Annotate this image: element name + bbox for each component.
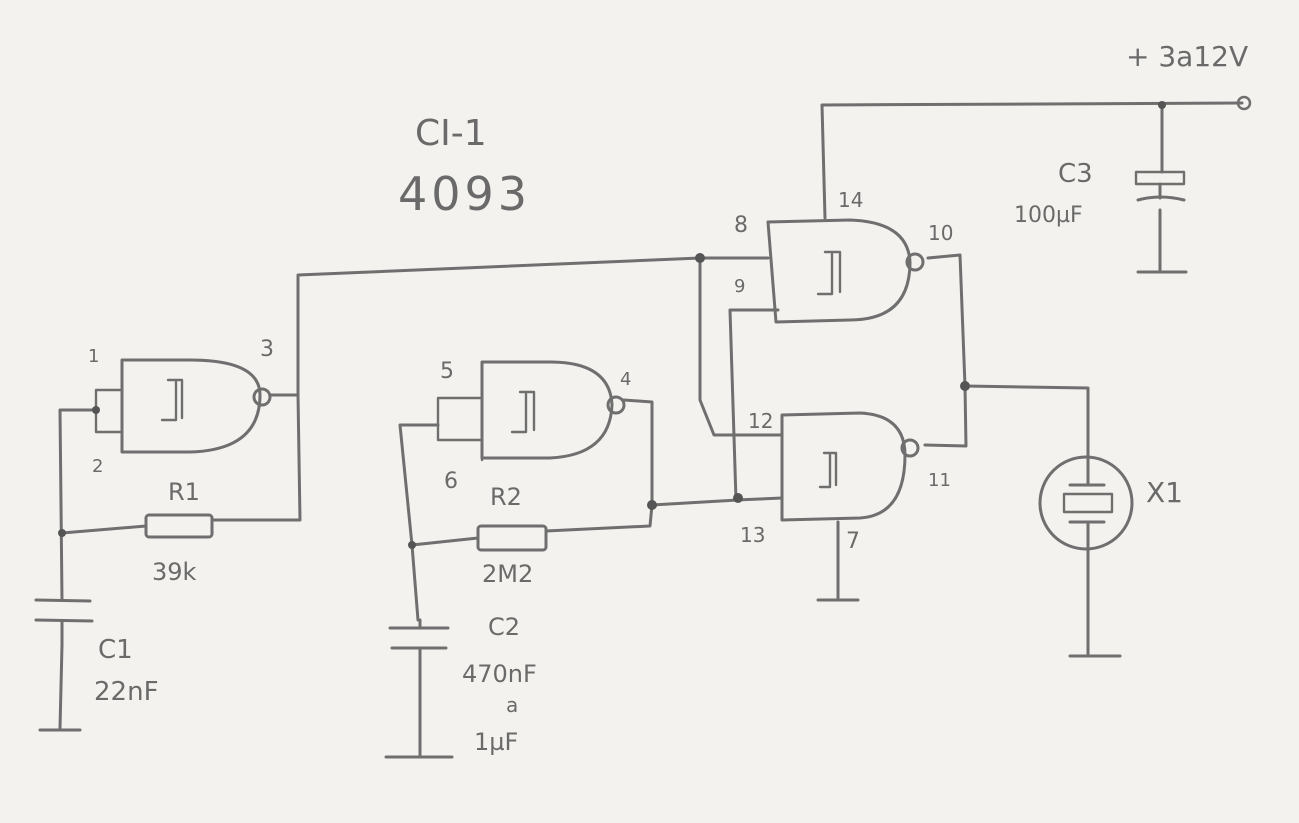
c2-alt-value-label: 1µF — [474, 728, 518, 756]
pin-10-label: 10 — [928, 221, 953, 245]
nand-gate-3 — [766, 218, 925, 324]
pin-3-label: 3 — [260, 337, 274, 362]
chip-part-label: 4093 — [398, 167, 531, 221]
c3-capacitor — [1134, 170, 1186, 202]
supply-label: + 3a12V — [1126, 40, 1248, 73]
r2-value-label: 2M2 — [482, 560, 533, 588]
pin-11-label: 11 — [928, 470, 951, 491]
x1-piezo-buzzer — [1038, 455, 1134, 551]
pin-2-label: 2 — [92, 456, 103, 477]
c1-value-label: 22nF — [94, 677, 159, 707]
pin-5-label: 5 — [440, 359, 454, 384]
c2-alt-separator: a — [506, 693, 518, 717]
c2-ref-label: C2 — [488, 613, 520, 641]
pin-12-label: 12 — [748, 409, 773, 433]
nand-gate-4 — [780, 411, 920, 522]
chip-name-label: CI-1 — [415, 113, 487, 154]
r2-ref-label: R2 — [490, 483, 522, 511]
r1-ref-label: R1 — [168, 478, 200, 506]
wires — [38, 101, 1244, 759]
junctions — [58, 95, 1252, 549]
pin-1-label: 1 — [88, 346, 99, 367]
c2-value-label: 470nF — [462, 660, 537, 688]
pin-9-label: 9 — [734, 276, 745, 297]
c1-capacitor — [34, 598, 94, 647]
c3-value-label: 100µF — [1014, 203, 1083, 228]
pin-7-label: 7 — [846, 529, 860, 554]
pin-4-label: 4 — [620, 369, 631, 390]
c1-ref-label: C1 — [98, 635, 133, 665]
pin-6-label: 6 — [444, 469, 458, 494]
nand-gate-2 — [480, 360, 626, 460]
r1-resistor-body — [144, 513, 214, 539]
pin-8-label: 8 — [734, 213, 748, 238]
pin-13-label: 13 — [740, 523, 765, 547]
pin-14-label: 14 — [838, 188, 863, 212]
c2-capacitor — [388, 618, 450, 654]
r2-resistor-body — [476, 524, 548, 552]
c3-ref-label: C3 — [1058, 159, 1093, 189]
x1-ref-label: X1 — [1146, 476, 1183, 509]
r1-value-label: 39k — [152, 558, 197, 586]
nand-gate-1 — [120, 358, 272, 454]
